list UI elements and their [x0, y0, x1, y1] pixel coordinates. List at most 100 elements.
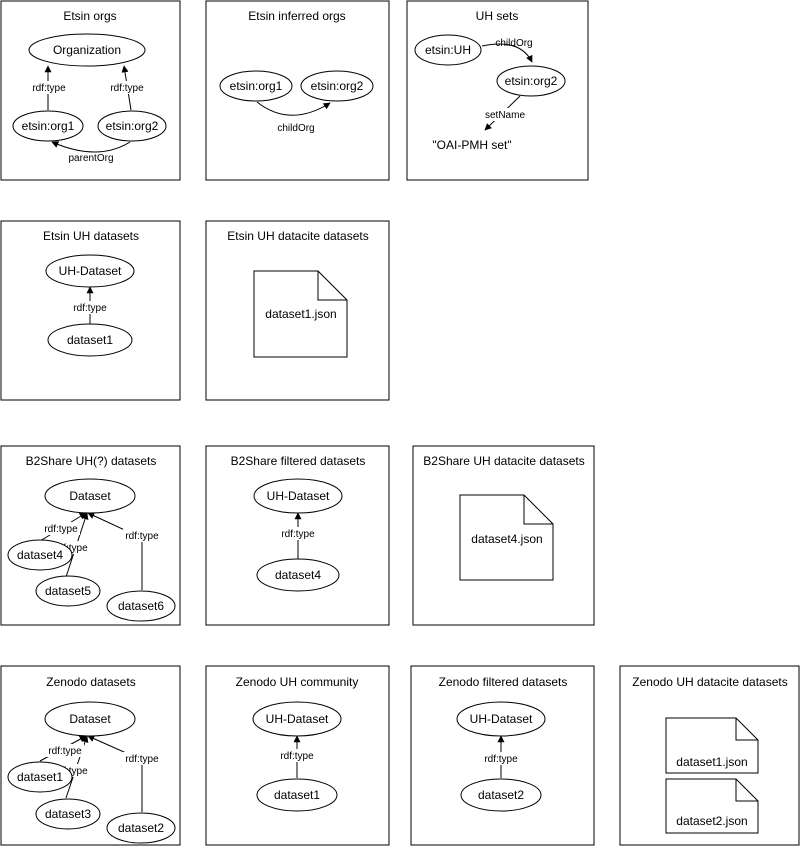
edge-label-bg: [42, 522, 80, 535]
edge-label: rdf:type: [54, 543, 88, 554]
node-dataset6: [106, 590, 176, 622]
node-dataset: [44, 701, 136, 737]
node-label: dataset1: [67, 333, 113, 347]
node-etsin-org2: [97, 110, 167, 142]
literal-oai-pmh-set: "OAI-PMH set": [432, 138, 511, 152]
node-label: UH-Dataset: [266, 712, 329, 726]
file-label: dataset1.json: [265, 307, 336, 321]
node-label: etsin:UH: [425, 43, 471, 57]
edge-label: parentOrg: [68, 153, 113, 164]
edge-child-org: [481, 43, 533, 63]
file-icon: [665, 778, 759, 834]
panel-title: B2Share UH datacite datasets: [423, 454, 584, 468]
node-etsin-org1: [12, 110, 84, 142]
node-label: dataset5: [45, 584, 91, 598]
node-label: etsin:org1: [22, 119, 75, 133]
panel-title: Etsin orgs: [63, 9, 116, 23]
edge-label: rdf:type: [48, 746, 82, 757]
panel-title: Etsin UH datacite datasets: [227, 229, 368, 243]
edge-label: rdf:type: [54, 766, 88, 777]
edge-label: rdf:type: [125, 531, 159, 542]
panel-title: Zenodo UH datacite datasets: [632, 675, 787, 689]
panel-zenodo-datasets: Zenodo datasets Dataset rdf:type rdf:typ…: [0, 665, 181, 846]
panel-etsin-uh-datasets: Etsin UH datasets UH-Dataset rdf:type da…: [0, 220, 181, 401]
edge-label: rdf:type: [44, 524, 78, 535]
node-label: dataset4: [275, 568, 321, 582]
node-label: dataset2: [118, 821, 164, 835]
node-label: etsin:org2: [505, 74, 558, 88]
node-dataset3: [35, 798, 101, 830]
panel-etsin-uh-datacite: Etsin UH datacite datasets dataset1.json: [205, 220, 390, 401]
panel-title: Etsin UH datasets: [43, 229, 139, 243]
panel-frame: [0, 665, 181, 846]
edge-label-bg: [482, 752, 520, 765]
panel-frame: [619, 665, 800, 846]
panel-title: B2Share filtered datasets: [231, 454, 366, 468]
node-label: dataset3: [45, 807, 91, 821]
file-icon: [253, 270, 348, 358]
node-label: etsin:org2: [311, 79, 364, 93]
node-dataset5: [35, 575, 101, 607]
node-uh-dataset: [45, 254, 135, 288]
node-label: etsin:org1: [230, 79, 283, 93]
panel-frame: [205, 220, 390, 401]
node-label: UH-Dataset: [59, 264, 122, 278]
edge-label: rdf:type: [281, 529, 315, 540]
node-label: Dataset: [69, 712, 111, 726]
edge-label-bg: [123, 752, 161, 765]
panel-frame: [205, 445, 390, 626]
panel-frame: [0, 220, 181, 401]
panel-zenodo-filtered: Zenodo filtered datasets UH-Dataset rdf:…: [410, 665, 595, 846]
node-label: UH-Dataset: [267, 489, 330, 503]
node-dataset2: [106, 812, 176, 844]
node-uh-dataset: [253, 478, 343, 514]
edge-parent-org: [51, 141, 131, 153]
panel-title: Zenodo UH community: [236, 675, 359, 689]
panel-uh-sets: UH sets etsin:UH childOrg etsin:org2 set…: [406, 0, 589, 181]
node-label: UH-Dataset: [470, 712, 533, 726]
panel-title: B2Share UH(?) datasets: [26, 454, 157, 468]
panel-zenodo-uh-datacite: Zenodo UH datacite datasets dataset1.jso…: [619, 665, 800, 846]
panel-etsin-orgs: Etsin orgs Organization rdf:type rdf:typ…: [0, 0, 181, 181]
panel-b2share-uh-datasets: B2Share UH(?) datasets Dataset rdf:type …: [0, 445, 181, 626]
node-organization: [28, 33, 146, 67]
edge-label: setName: [485, 110, 525, 121]
node-label: dataset1: [274, 788, 320, 802]
edge-label-bg: [278, 749, 316, 762]
file-icon: [665, 717, 759, 774]
edge-label-bg: [108, 81, 146, 94]
node-label: etsin:org2: [106, 119, 159, 133]
node-uh-dataset: [252, 701, 342, 737]
panel-frame: [0, 445, 181, 626]
panel-title: UH sets: [476, 9, 519, 23]
node-label: dataset2: [478, 788, 524, 802]
panel-frame: [412, 445, 595, 626]
edge-label: childOrg: [495, 38, 532, 49]
edge-label: rdf:type: [280, 751, 314, 762]
node-uh-dataset: [456, 701, 546, 737]
file-label: dataset2.json: [676, 814, 747, 828]
panel-frame: [205, 0, 390, 181]
node-dataset4: [7, 539, 73, 571]
edge-label: rdf:type: [125, 754, 159, 765]
node-label: Organization: [53, 43, 121, 57]
edge-label: childOrg: [277, 123, 314, 134]
panel-title: Zenodo filtered datasets: [439, 675, 568, 689]
edge-label-bg: [483, 108, 527, 121]
node-dataset4: [256, 558, 340, 592]
node-dataset1: [7, 761, 73, 793]
panel-etsin-inferred-orgs: Etsin inferred orgs etsin:org1 etsin:org…: [205, 0, 390, 181]
node-dataset: [44, 478, 136, 514]
edge-label: rdf:type: [484, 754, 518, 765]
node-dataset1: [47, 323, 133, 357]
node-dataset2: [460, 778, 542, 812]
node-label: dataset4: [17, 548, 63, 562]
file-label: dataset1.json: [676, 755, 747, 769]
edge-label-bg: [30, 81, 68, 94]
file-icon: [459, 494, 554, 581]
panel-b2share-filtered: B2Share filtered datasets UH-Dataset rdf…: [205, 445, 390, 626]
panel-frame: [205, 665, 390, 846]
edge-label-bg: [279, 527, 317, 540]
panel-title: Etsin inferred orgs: [248, 9, 345, 23]
